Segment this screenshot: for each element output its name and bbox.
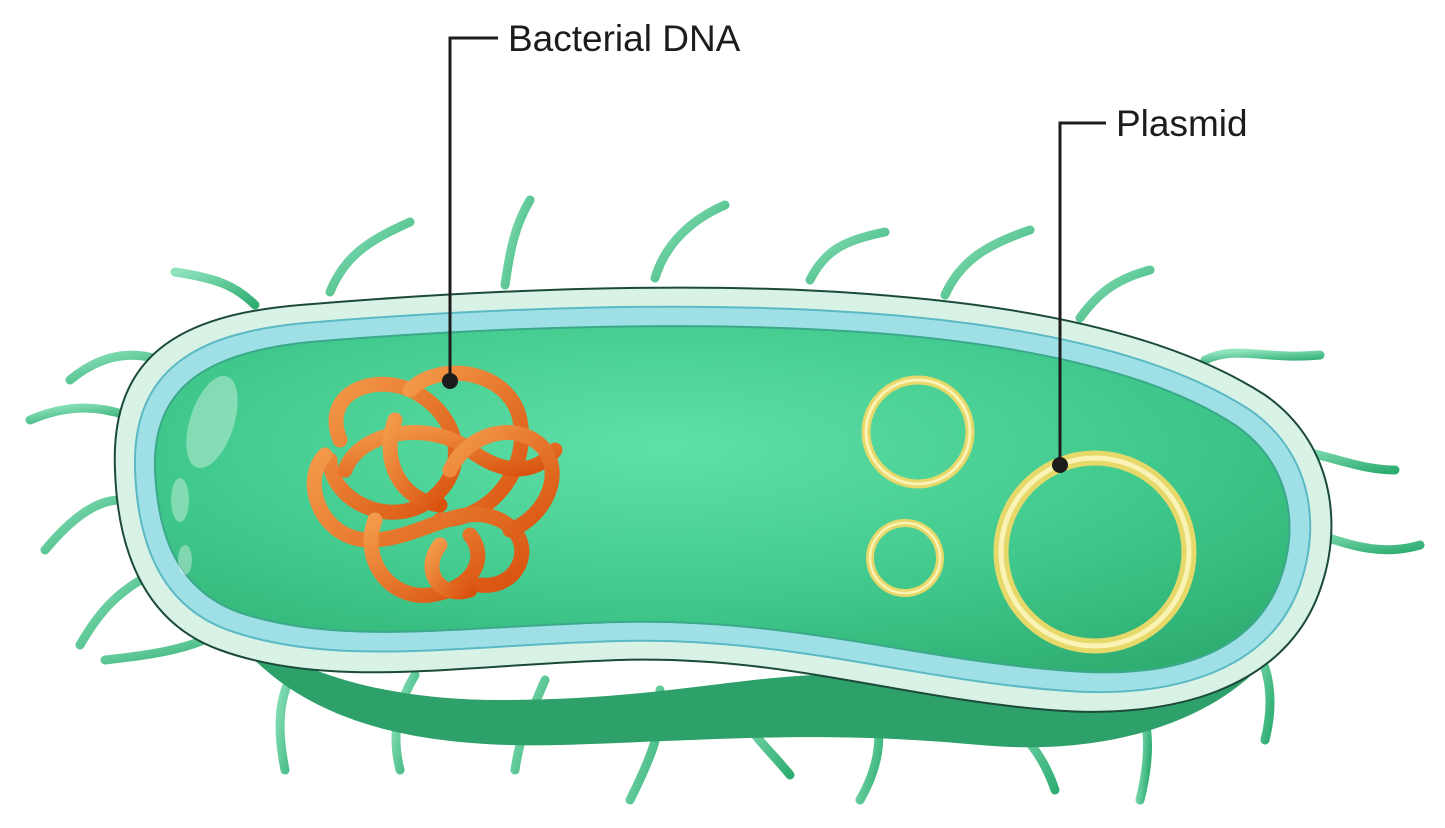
flagellum bbox=[1205, 353, 1320, 360]
flagellum bbox=[45, 500, 120, 550]
flagellum bbox=[505, 200, 530, 285]
flagellum bbox=[1080, 270, 1150, 318]
flagellum bbox=[175, 272, 255, 305]
flagellum bbox=[30, 408, 125, 420]
flagellum bbox=[330, 222, 410, 292]
flagellum bbox=[655, 205, 725, 278]
label-bacterial-dna: Bacterial DNA bbox=[508, 18, 741, 59]
dna-leader-dot bbox=[442, 373, 458, 389]
flagellum bbox=[810, 232, 885, 280]
cytoplasm bbox=[155, 326, 1290, 672]
plasmid-leader-dot bbox=[1052, 457, 1068, 473]
label-plasmid: Plasmid bbox=[1116, 103, 1248, 144]
flagellum bbox=[945, 230, 1030, 295]
flagellum bbox=[80, 575, 150, 645]
